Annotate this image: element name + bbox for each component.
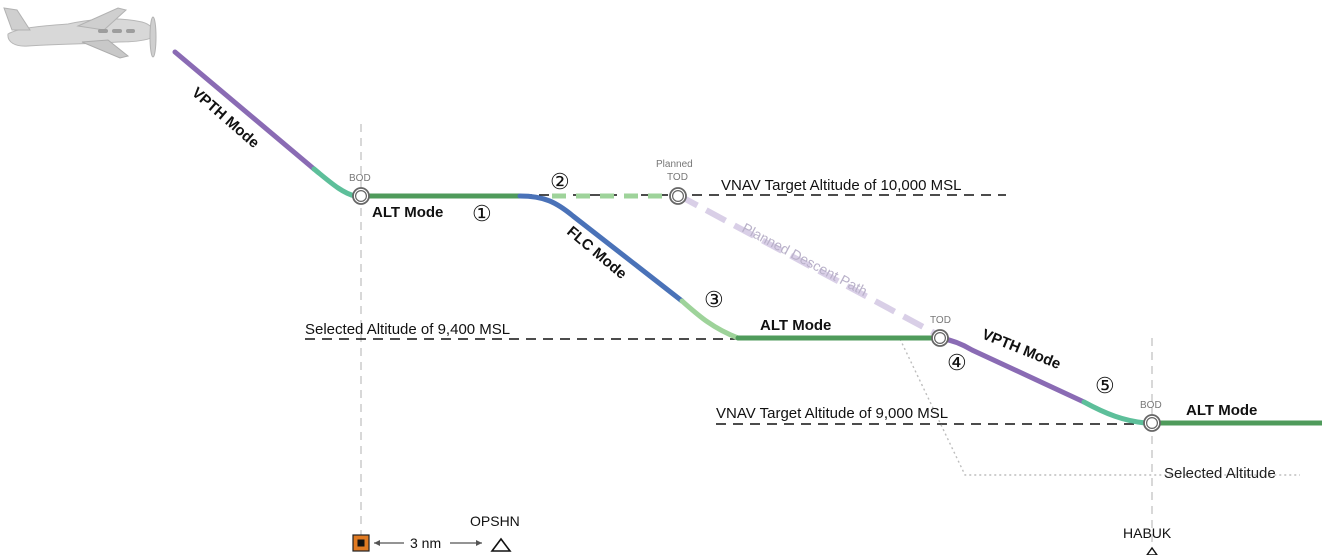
planned-descent-path-line <box>676 192 942 339</box>
step-marker-5: ⑤ <box>1095 373 1115 398</box>
transition-segment-1 <box>311 166 358 199</box>
planned-tod-label-line2: TOD <box>667 172 688 183</box>
distance-label: 3 nm <box>410 535 441 551</box>
waypoint-label-habuk: HABUK <box>1123 525 1172 541</box>
mode-label-vpth-2: VPTH Mode <box>980 326 1064 373</box>
planned-descent-path-label: Planned Descent Path <box>740 220 871 300</box>
waypoint-label-opshn: OPSHN <box>470 513 520 529</box>
bod-label-2: BOD <box>1140 400 1162 411</box>
mode-label-alt-3: ALT Mode <box>1186 402 1257 419</box>
tod-label: TOD <box>930 315 951 326</box>
step-marker-3: ③ <box>704 287 724 312</box>
bod-label-1: BOD <box>349 173 371 184</box>
selected-altitude-label: Selected Altitude <box>1164 465 1276 482</box>
planned-tod-marker <box>669 187 687 205</box>
step-marker-2: ② <box>550 169 570 194</box>
flc-segment <box>517 193 685 304</box>
step-marker-1: ① <box>472 201 492 226</box>
aircraft-icon <box>3 7 157 59</box>
vpth-segment-1 <box>172 49 317 172</box>
bod-marker-1 <box>352 187 370 205</box>
selected-altitude-dotted-path <box>899 338 1300 476</box>
transition-segment-3 <box>1081 399 1149 426</box>
distance-indicator: 3 nm <box>374 535 482 551</box>
waypoint-triangle-icon <box>490 537 512 552</box>
mode-label-alt-1: ALT Mode <box>372 204 443 221</box>
vnav-target-9000-label: VNAV Target Altitude of 9,000 MSL <box>716 405 948 422</box>
bod-marker-2 <box>1143 414 1161 432</box>
tod-marker <box>931 329 949 347</box>
step-marker-4: ④ <box>947 350 967 375</box>
transition-segment-2 <box>679 298 741 341</box>
selected-altitude-9400-label: Selected Altitude of 9,400 MSL <box>305 321 510 338</box>
waypoint-triangle-icon-habuk <box>1146 546 1158 555</box>
mode-label-alt-2: ALT Mode <box>760 317 831 334</box>
planned-tod-label-line1: Planned <box>656 159 693 170</box>
airport-icon <box>352 534 370 552</box>
vnav-target-10000-label: VNAV Target Altitude of 10,000 MSL <box>721 177 961 194</box>
